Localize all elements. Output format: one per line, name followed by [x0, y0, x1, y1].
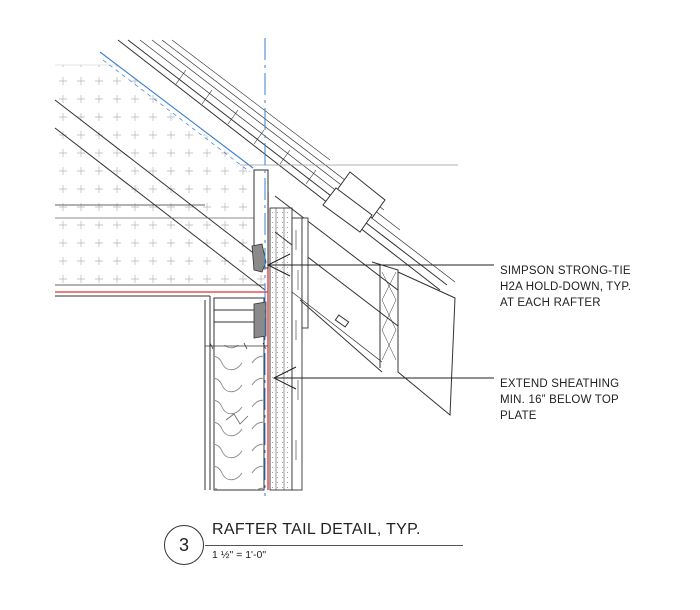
reference-lines	[55, 164, 458, 286]
detail-number-bubble: 3	[164, 525, 204, 565]
hold-down-connector	[251, 243, 267, 339]
fascia-block	[322, 171, 386, 233]
roof-baffle-line	[99, 51, 254, 173]
detail-scale: 1 ½" = 1'-0"	[212, 549, 267, 561]
ceiling-drywall	[55, 295, 211, 490]
wall-batt-insulation	[215, 345, 263, 490]
callout-line: AT EACH RAFTER	[500, 297, 601, 309]
attic-insulation	[55, 64, 265, 287]
callout-sheathing-note: EXTEND SHEATHING MIN. 16” BELOW TOP PLAT…	[500, 376, 619, 424]
rafter-tail-frame	[291, 261, 456, 417]
callout-line: SIMPSON STRONG-TIE	[500, 265, 631, 277]
callout-line: MIN. 16” BELOW TOP	[500, 394, 619, 406]
callout-line: H2A HOLD-DOWN, TYP.	[500, 281, 632, 293]
title-underline	[205, 545, 463, 546]
callout-hold-down-note: SIMPSON STRONG-TIE H2A HOLD-DOWN, TYP. A…	[500, 263, 631, 311]
callout-line: EXTEND SHEATHING	[500, 378, 620, 390]
detail-title: RAFTER TAIL DETAIL, TYP.	[212, 521, 421, 538]
callout-line: PLATE	[500, 410, 537, 422]
callout-leaders	[266, 253, 494, 390]
